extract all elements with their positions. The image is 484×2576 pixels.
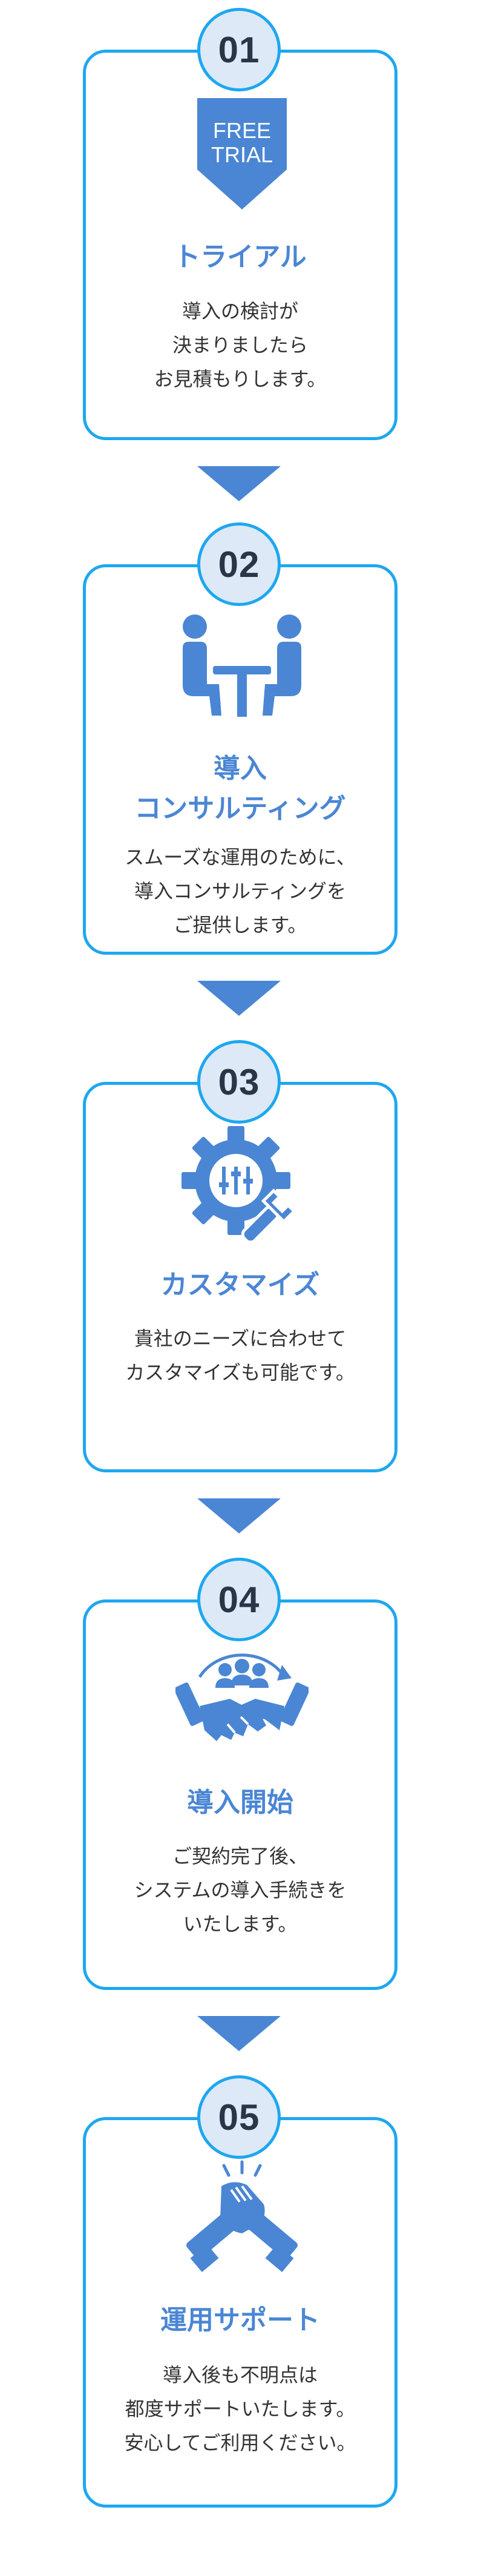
step-desc-line: 貴社のニーズに合わせて <box>134 1327 347 1350</box>
step-03: 03 <box>0 1032 484 1541</box>
step-description: 導入後も不明点は 都度サポートいたします。 安心してご利用ください。 <box>83 2358 397 2460</box>
step-number-badge: 01 <box>197 8 281 91</box>
step-number: 01 <box>218 29 260 70</box>
step-title: 導入 コンサルティング <box>83 749 397 829</box>
step-number-badge: 04 <box>197 1558 281 1641</box>
step-04: 04 導入開始 <box>0 1550 484 2058</box>
step-number-badge: 03 <box>197 1040 281 1124</box>
step-title-line: トライアル <box>174 242 307 272</box>
step-title: トライアル <box>83 237 397 277</box>
down-arrow-icon <box>197 981 281 1016</box>
step-description: 導入の検討が 決まりましたら お見積もりします。 <box>83 294 397 396</box>
step-desc-line: 安心してご利用ください。 <box>124 2431 356 2454</box>
handshake-icon <box>175 1641 309 1762</box>
step-title: カスタマイズ <box>83 1265 397 1305</box>
step-desc-line: システムの導入手続きを <box>134 1879 347 1902</box>
down-arrow-icon <box>197 466 281 501</box>
step-desc-line: ご契約完了後、 <box>172 1845 308 1868</box>
step-title-line: 運用サポート <box>160 2305 320 2336</box>
step-number-badge: 02 <box>197 522 281 606</box>
step-01: 01 FREE TRIAL トライアル 導入の検討が 決まりましたら お見積もり… <box>0 0 484 509</box>
step-title-line: 導入開始 <box>187 1787 293 1818</box>
step-desc-line: スムーズな運用のために、 <box>125 846 356 869</box>
step-card <box>83 2117 397 2508</box>
step-desc-line: いたします。 <box>183 1912 298 1935</box>
step-card <box>83 564 397 955</box>
free-label: FREE <box>213 118 271 143</box>
step-desc-line: 都度サポートいたします。 <box>125 2397 356 2420</box>
free-trial-icon: FREE TRIAL <box>175 91 309 212</box>
step-number: 04 <box>218 1579 260 1620</box>
support-hands-icon <box>175 2158 309 2279</box>
meeting-icon <box>175 605 309 726</box>
step-description: スムーズな運用のために、 導入コンサルティングを ご提供します。 <box>83 840 397 942</box>
step-desc-line: 決まりましたら <box>172 334 308 357</box>
down-arrow-icon <box>197 2016 281 2051</box>
step-desc-line: 導入コンサルティングを <box>134 880 347 903</box>
step-title: 導入開始 <box>83 1783 397 1823</box>
step-description: 貴社のニーズに合わせて カスタマイズも可能です。 <box>83 1322 397 1389</box>
step-05: 05 運用サポート 導入後も不明点は 都度サ <box>0 2067 484 2576</box>
step-title: 運用サポート <box>83 2301 397 2340</box>
step-desc-line: 導入後も不明点は <box>162 2364 318 2387</box>
step-desc-line: お見積もりします。 <box>154 367 327 390</box>
step-number: 03 <box>218 1061 260 1102</box>
step-desc-line: ご提供します。 <box>173 914 307 937</box>
step-title-line: 導入 <box>214 753 267 784</box>
step-number: 02 <box>218 544 260 585</box>
step-title-line: カスタマイズ <box>160 1270 320 1300</box>
step-desc-line: カスタマイズも可能です。 <box>125 1361 355 1384</box>
step-desc-line: 導入の検討が <box>182 300 298 323</box>
step-number-badge: 05 <box>197 2075 281 2159</box>
step-number: 05 <box>218 2097 260 2138</box>
step-title-line: コンサルティング <box>134 793 346 824</box>
down-arrow-icon <box>197 1498 281 1533</box>
gear-wrench-icon <box>175 1123 309 1244</box>
step-02: 02 導入 コンサルティング スムーズな運用のために、 導入コンサルティングを … <box>0 515 484 1023</box>
trial-label: TRIAL <box>211 142 273 167</box>
step-description: ご契約完了後、 システムの導入手続きを いたします。 <box>83 1839 397 1941</box>
